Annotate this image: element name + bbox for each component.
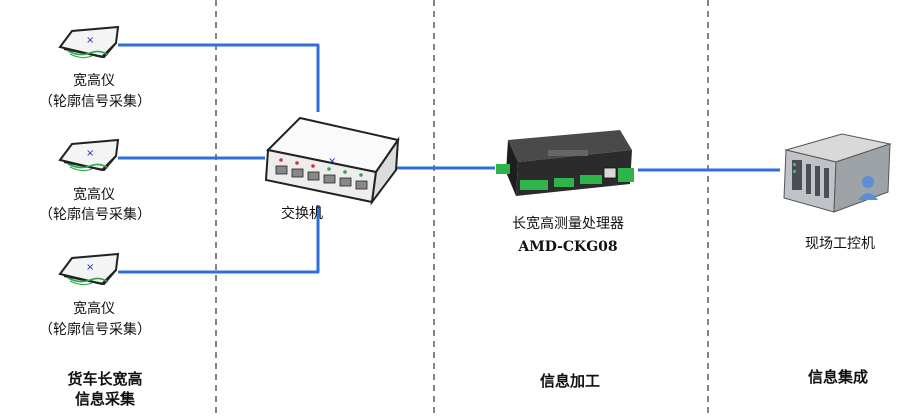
link-sensor3-switch: [118, 205, 320, 274]
zone-dividers: [215, 0, 709, 418]
sensor-3-name: 宽高仪: [73, 301, 115, 317]
network-switch-icon: ×: [264, 116, 400, 206]
processor-model: AMD-CKG08: [518, 239, 618, 255]
processor-module-icon: [496, 130, 634, 196]
pc-label: 现场工控机: [805, 236, 875, 252]
sensor-3-sub: （轮廓信号采集）: [39, 322, 151, 338]
sensor-2-icon: [59, 139, 119, 172]
switch-label: 交换机: [281, 206, 323, 222]
sensor-2-sub: （轮廓信号采集）: [39, 207, 151, 223]
sensor-1-name: 宽高仪: [73, 73, 115, 89]
link-sensor1-switch: [118, 43, 320, 112]
sensor-1-icon: [59, 26, 119, 59]
sensor-1-sub: （轮廓信号采集）: [39, 94, 151, 110]
sensor-3-icon: [59, 253, 119, 286]
zone-collection-title-line2: 信息采集: [74, 390, 135, 408]
connection-lines: [118, 43, 780, 274]
zone-collection-title-line1: 货车长宽高: [67, 370, 143, 388]
processor-name: 长宽高测量处理器: [512, 216, 624, 232]
zone-processing-title: 信息加工: [539, 372, 600, 390]
sensor-2-name: 宽高仪: [73, 187, 115, 203]
industrial-pc-icon: [783, 133, 892, 213]
svg-text:×: ×: [328, 156, 336, 167]
zone-integration-title: 信息集成: [807, 368, 868, 386]
